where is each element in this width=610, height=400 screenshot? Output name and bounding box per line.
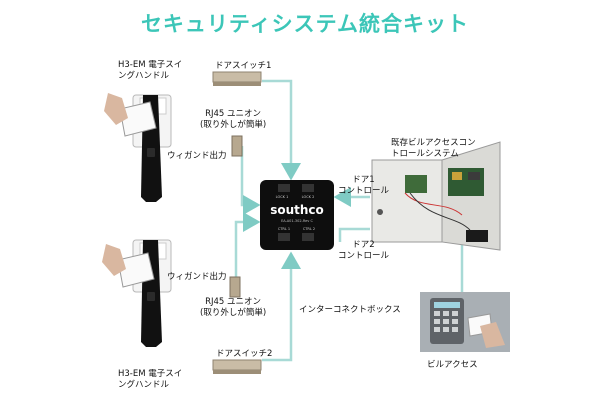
label-door2-line1: ドア2 — [352, 240, 375, 250]
handle-bottom-device — [102, 239, 172, 347]
label-interconnect-box: インターコネクトボックス — [299, 305, 401, 315]
rj45-union-bottom — [229, 276, 241, 298]
connector-door-switch-2 — [262, 251, 301, 362]
label-existing-line1: 既存ビルアクセスコン — [391, 138, 476, 148]
door-switch-1-device — [212, 71, 262, 86]
label-handle-bottom-line2: ングハンドル — [118, 380, 170, 390]
handle-top-device — [104, 93, 172, 202]
label-handle-bottom-line1: H3-EM 電子スイ — [118, 369, 183, 379]
access-control-cabinet — [371, 141, 501, 251]
box-model: EA-A01-302-Rev C — [281, 219, 313, 223]
label-rj45-top-line2: (取り外しが簡単) — [200, 120, 267, 130]
label-wiegand-bottom: ウィガンド出力 — [167, 272, 227, 282]
label-rj45-bottom: RJ45 ユニオン (取り外しが簡単) — [200, 297, 266, 319]
label-wiegand-top: ウィガンド出力 — [167, 151, 227, 161]
interconnect-box — [260, 180, 334, 250]
label-handle-top: H3-EM 電子スイ ングハンドル — [118, 60, 182, 82]
connector-door-2 — [338, 227, 370, 242]
label-handle-top-line1: H3-EM 電子スイ — [118, 60, 183, 70]
label-rj45-top: RJ45 ユニオン (取り外しが簡単) — [200, 109, 266, 131]
label-rj45-bottom-line2: (取り外しが簡単) — [200, 308, 267, 318]
box-port-ctrl-1: CTRL 1 — [278, 227, 290, 231]
label-door2-line2: コントロール — [338, 251, 390, 261]
label-rj45-bottom-line1: RJ45 ユニオン — [205, 297, 262, 307]
label-building-access: ビルアクセス — [427, 360, 478, 370]
building-access-reader — [420, 292, 510, 352]
box-brand: southco — [270, 203, 324, 217]
label-door-switch-1: ドアスイッチ1 — [215, 61, 272, 71]
label-handle-top-line2: ングハンドル — [118, 71, 170, 81]
label-door1-line1: ドア1 — [352, 175, 375, 185]
label-rj45-top-line1: RJ45 ユニオン — [205, 109, 262, 119]
label-door-switch-2: ドアスイッチ2 — [216, 349, 273, 359]
box-port-lock-2: LOCK 2 — [302, 195, 315, 199]
page-title: セキュリティシステム統合キット — [140, 12, 470, 36]
box-port-lock-1: LOCK 1 — [276, 195, 289, 199]
label-existing-system: 既存ビルアクセスコン トロールシステム — [391, 138, 476, 160]
label-door1-control: ドア1 コントロール — [338, 175, 389, 197]
rj45-union-top — [231, 135, 243, 157]
connector-wiegand-bottom — [234, 212, 261, 282]
label-existing-line2: トロールシステム — [391, 149, 459, 159]
label-door2-control: ドア2 コントロール — [338, 240, 389, 262]
connector-lines — [234, 79, 464, 362]
box-port-ctrl-2: CTRL 2 — [303, 227, 315, 231]
connector-door-switch-1 — [262, 79, 301, 181]
label-door1-line2: コントロール — [338, 186, 390, 196]
connector-wiegand-top — [240, 146, 261, 215]
door-switch-2-device — [212, 359, 262, 374]
label-handle-bottom: H3-EM 電子スイ ングハンドル — [118, 369, 182, 391]
